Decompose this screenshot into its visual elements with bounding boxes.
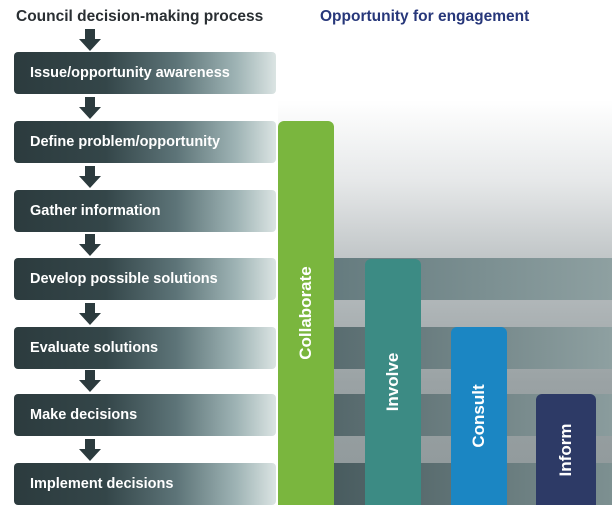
step-define-problem: Define problem/opportunity (14, 121, 276, 163)
step-implement-decisions: Implement decisions (14, 463, 276, 505)
consult-column: Consult (451, 327, 507, 505)
consult-label: Consult (469, 384, 488, 448)
step-develop-solutions: Develop possible solutions (14, 258, 276, 300)
step-issue-awareness: Issue/opportunity awareness (14, 52, 276, 94)
down-arrow-icon (79, 303, 101, 325)
down-arrow-icon (79, 439, 101, 461)
process-heading: Council decision-making process (16, 8, 264, 25)
step-make-decisions: Make decisions (14, 394, 276, 436)
collaborate-label: Collaborate (296, 266, 315, 360)
down-arrow-icon (79, 370, 101, 392)
involve-label: Involve (383, 352, 402, 412)
inform-label: Inform (556, 423, 575, 476)
engagement-heading: Opportunity for engagement (320, 8, 530, 25)
step-evaluate-solutions: Evaluate solutions (14, 327, 276, 369)
collaborate-column: Collaborate (278, 121, 334, 505)
involve-column: Involve (365, 259, 421, 505)
down-arrow-icon (79, 166, 101, 188)
down-arrow-icon (79, 29, 101, 51)
inform-column: Inform (536, 394, 596, 505)
down-arrow-icon (79, 97, 101, 119)
step-gather-information: Gather information (14, 190, 276, 232)
down-arrow-icon (79, 234, 101, 256)
